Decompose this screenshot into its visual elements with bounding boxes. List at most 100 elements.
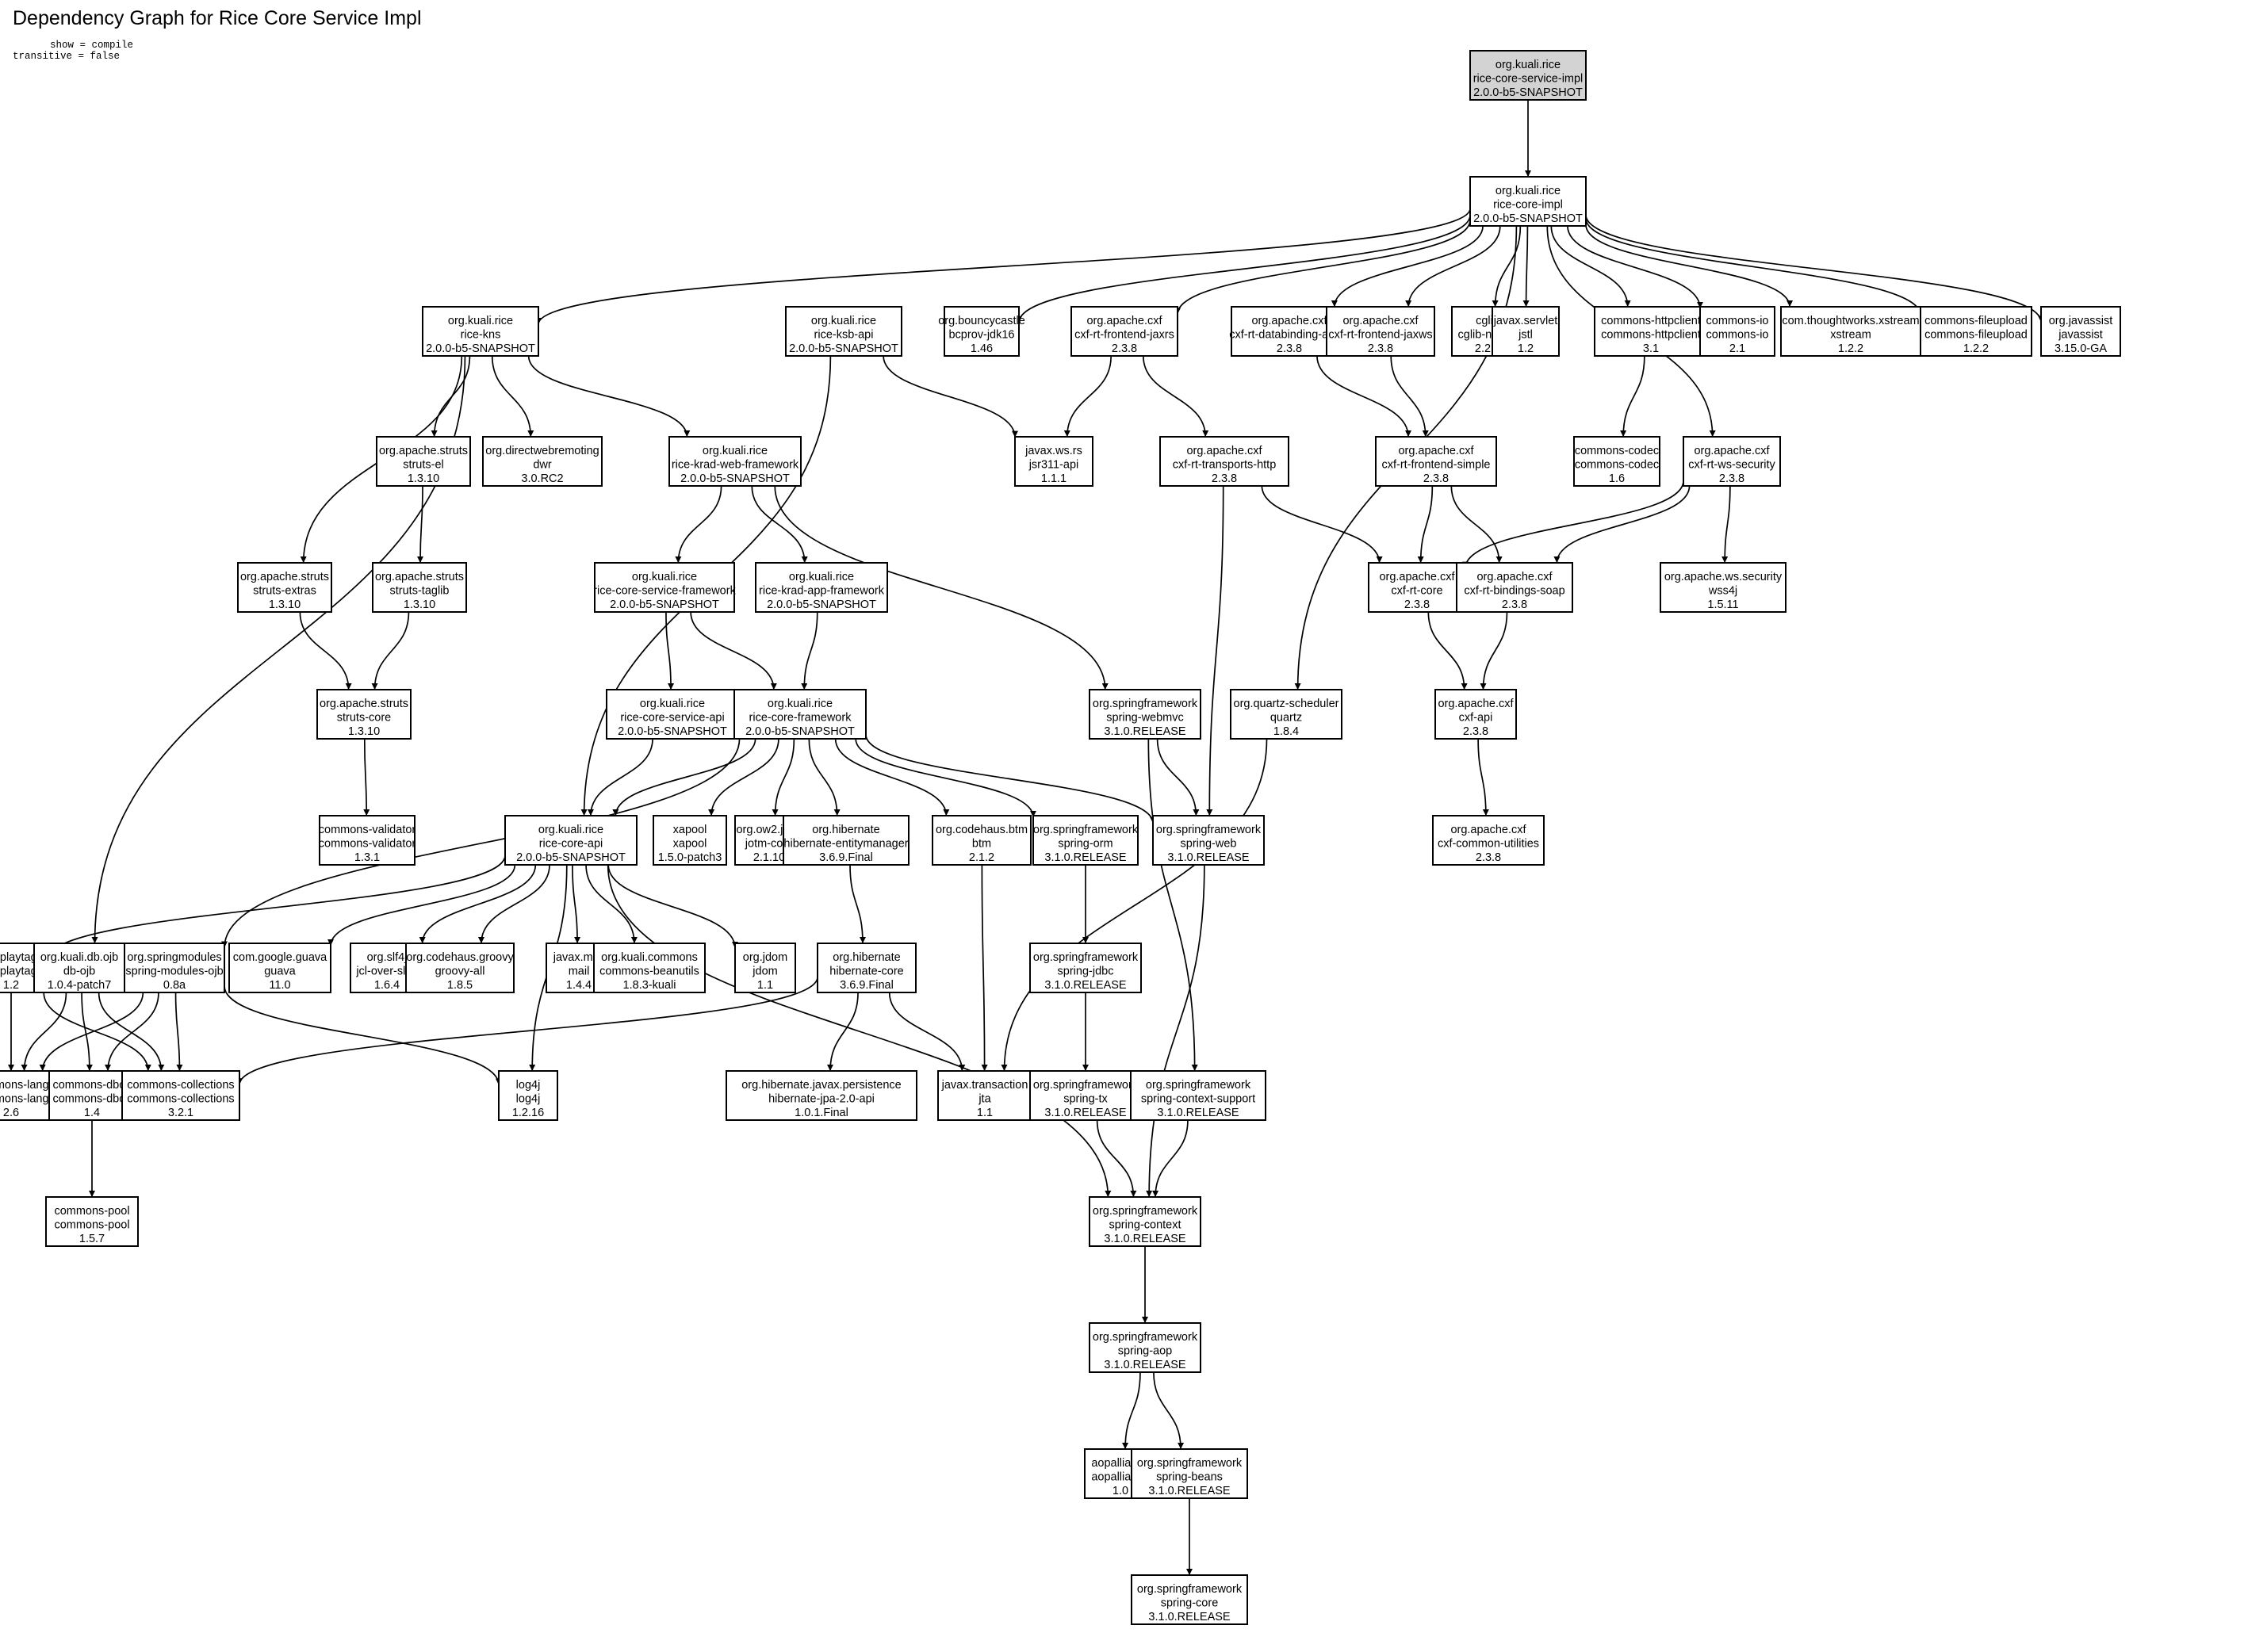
node-box [594,562,735,613]
node-group-label: org.springframework [1156,824,1262,836]
node-csa: org.kuali.ricerice-core-service-api2.0.0… [606,689,739,740]
node-box [1029,1070,1142,1121]
node-group-label: org.apache.cxf [1086,315,1162,327]
node-version-label: 2.3.8 [1502,598,1527,611]
node-box [1159,436,1289,487]
node-box [1492,306,1560,357]
node-box [1014,436,1093,487]
node-version-label: 1.5.11 [1707,598,1738,611]
node-box [376,436,471,487]
edge-core_api-to-context [607,864,1112,1198]
subtitle-line-transitive: transitive = false [13,51,120,62]
node-box [668,436,802,487]
edge-sm_ojb-to-ccoll [174,992,183,1072]
node-group-label: org.kuali.rice [703,445,768,457]
node-group-label: log4j [516,1079,541,1092]
node-artifact-label: wss4j [1708,584,1737,597]
node-group-label: org.springframework [1093,1205,1198,1218]
node-layer: org.kuali.ricerice-core-service-impl2.0.… [0,50,2121,1625]
node-artifact-label: cxf-rt-core [1391,584,1442,597]
node-box [817,943,917,993]
node-artifact-label: db-ojb [63,965,95,977]
edge-core_impl-to-cxf_jaxws [1405,225,1501,308]
node-version-label: 2.0.0-b5-SNAPSHOT [1473,86,1583,99]
node-artifact-label: quartz [1270,711,1302,724]
node-box [653,815,727,866]
node-version-label: 2.0.0-b5-SNAPSHOT [426,342,535,355]
node-version-label: 1.2.2 [1963,342,1989,355]
node-orm: org.springframeworkspring-orm3.1.0.RELEA… [1032,815,1139,866]
node-version-label: 3.1.0.RELEASE [1044,979,1126,992]
node-group-label: org.kuali.rice [1495,59,1561,71]
node-artifact-label: spring-tx [1063,1092,1108,1105]
edge-struts_extras-to-struts_core [299,611,352,690]
node-group-label: org.bouncycastle [938,315,1025,327]
node-artifact-label: cxf-api [1459,711,1493,724]
node-version-label: 2.3.8 [1277,342,1302,355]
node-version-label: 1.8.3-kuali [623,979,676,992]
node-artifact-label: cxf-rt-ws-security [1688,458,1775,471]
node-core-impl: org.kuali.ricerice-core-impl2.0.0-b5-SNA… [1469,176,1587,227]
node-artifact-label: displaytag [0,965,37,977]
node-version-label: 3.1.0.RELEASE [1167,851,1249,864]
node-version-label: 2.6 [3,1107,19,1119]
node-box [1032,815,1139,866]
node-box [1660,562,1787,613]
node-version-label: 1.6.4 [374,979,400,992]
node-group-label: org.jdom [743,951,787,964]
node-artifact-label: xapool [673,837,707,850]
node-group-label: org.kuali.db.ojb [40,951,118,964]
node-artifact-label: rice-core-impl [1493,198,1563,211]
edge-csf-to-csa [665,611,675,690]
node-artifact-label: hibernate-core [829,965,904,977]
node-group-label: org.slf4j [367,951,408,964]
node-box [1230,689,1342,740]
node-group-label: org.kuali.rice [789,571,854,583]
node-box [1152,815,1265,866]
node-version-label: 1.0.1.Final [795,1107,848,1119]
node-group-label: org.springframework [1093,698,1198,710]
node-artifact-label: rice-core-service-api [620,711,724,724]
node-version-label: 1.5.0-patch3 [658,851,722,864]
edge-core_api-to-groovy [477,864,550,944]
edge-webmvc-to-ctx_support [1147,738,1198,1072]
node-group-label: org.apache.cxf [1342,315,1419,327]
node-artifact-label: spring-jdbc [1058,965,1114,977]
node-artifact-label: btm [972,837,991,850]
node-artifact-label: spring-web [1181,837,1237,850]
node-group-label: com.google.guava [233,951,327,964]
node-box [1089,689,1201,740]
node-version-label: 11.0 [269,979,290,992]
node-version-label: 1.6 [1609,472,1625,485]
node-jdbc: org.springframeworkspring-jdbc3.1.0.RELE… [1029,943,1142,993]
node-group-label: org.apache.cxf [1251,315,1327,327]
edge-displaytag-to-ccoll [43,992,151,1072]
node-artifact-label: spring-core [1161,1597,1219,1609]
edge-ojb-to-dbcp [81,992,93,1072]
node-version-label: 2.3.8 [1368,342,1393,355]
node-box [783,815,910,866]
node-group-label: org.springframework [1146,1079,1251,1092]
node-box [1326,306,1435,357]
node-box [1469,176,1587,227]
node-group-label: org.apache.cxf [1438,698,1514,710]
node-group-label: org.kuali.rice [1495,185,1561,197]
node-artifact-label: jsr311-api [1028,458,1079,471]
node-group-label: org.kuali.rice [448,315,513,327]
